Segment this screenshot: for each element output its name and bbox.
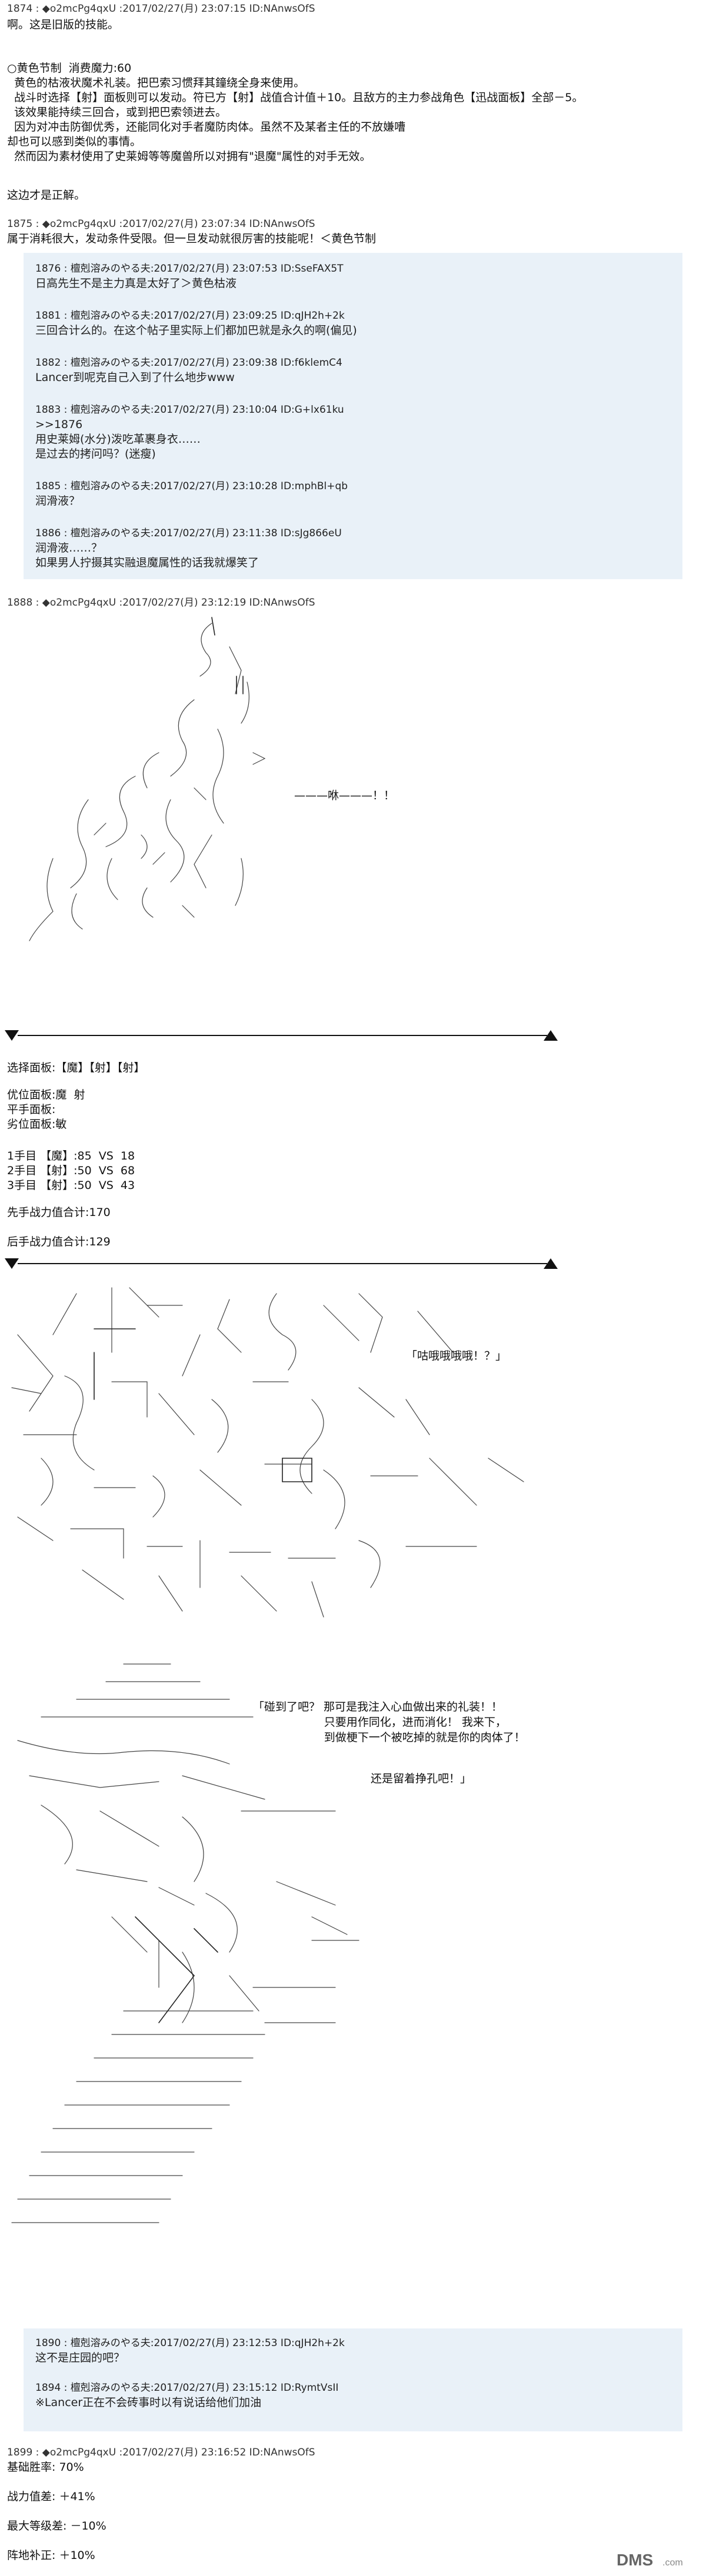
quote-box-bottom: 1890 : 檀剋溶みのやる夫:2017/02/27(月) 23:12:53 I… — [24, 2328, 682, 2431]
stat-line: 基础胜率: 70% — [7, 2461, 84, 2474]
post-1888-header: 1888 : ◆o2mcPg4qxU :2017/02/27(月) 23:12:… — [7, 597, 315, 609]
post-1874-header: 1874 : ◆o2mcPg4qxU :2017/02/27(月) 23:07:… — [7, 3, 315, 15]
stat-line — [7, 2475, 106, 2490]
quote-line: 这不是庄园的吧？ — [35, 2351, 125, 2364]
leap-dialogue: ———咻———！！ — [294, 789, 395, 802]
logo-text: DMS — [617, 2551, 653, 2569]
speech-line: 到做梗下一个被吃掉的就是你的肉体了！ — [253, 1731, 525, 1744]
panel-row: 平手面板: — [7, 1103, 56, 1116]
quote-line: 日高先生不是主力真是太好了＞黄色枯液 — [35, 277, 237, 290]
skill-line: 因为对冲击防御优秀，还能同化对手者魔防肉体。虽然不及某者主任的不放嫌嘈 — [7, 121, 406, 133]
battle-shout: 「咕哦哦哦哦！？」 — [406, 1349, 507, 1362]
skill-block: ○黄色节制 消费魔力:60 黄色的枯液状魔术礼装。把巴索习惯拜其鐘绕全身来使用。… — [7, 61, 583, 164]
quote-line: 用史莱姆(水分)泼吃革裹身衣…… — [35, 433, 201, 446]
ascii-art-leap — [29, 617, 266, 941]
round-row: 3手目 【射】:50 VS 43 — [7, 1179, 135, 1192]
battle-speech-1: 「碰到了吧？ 那可是我注入心血做出来的礼装！！ 只要用作同化，进而消化！ 我来下… — [253, 1699, 525, 1745]
speech-line: 只要用作同化，进而消化！ 我来下， — [253, 1716, 507, 1729]
skill-footer: 这边才是正解。 — [7, 189, 86, 202]
divider-line — [18, 1035, 547, 1036]
skill-line: ○黄色节制 消费魔力:60 — [7, 62, 132, 75]
quote-line: >>1876 — [35, 418, 83, 431]
ascii-art-battle-2 — [11, 1663, 359, 2223]
quote-header: 1890 : 檀剋溶みのやる夫:2017/02/27(月) 23:12:53 I… — [35, 2337, 345, 2349]
panel-select-title: 选择面板:【魔】【射】【射】 — [7, 1061, 145, 1074]
divider-left-marker — [5, 1258, 19, 1269]
round-row: 2手目 【射】:50 VS 68 — [7, 1164, 135, 1177]
logo-suffix: .com — [662, 2558, 683, 2568]
round-row: 1手目 【魔】:85 VS 18 — [7, 1150, 135, 1162]
stat-line: 战力值差: ＋41% — [7, 2490, 95, 2503]
quote-line: 润滑液……？ — [35, 542, 103, 554]
stat-line: 阵地补正: ＋10% — [7, 2549, 95, 2562]
quote-line: 是过去的拷问吗？(迷瘦) — [35, 447, 156, 460]
quote-line: 润滑液？ — [35, 495, 81, 507]
post-1875-line: 属于消耗很大，发动条件受限。但一旦发动就很厉害的技能呢！＜黄色节制 — [7, 232, 377, 245]
skill-line: 战斗时选择【射】面板则可以发动。符已方【射】战值合计值＋10。且敌方的主力参战角… — [7, 91, 584, 104]
dmzj-logo: DMS .com — [613, 2549, 695, 2569]
post-1874-line: 啊。这是旧版的技能。 — [7, 18, 119, 31]
quote-box-top: 1876 : 檀剋溶みのやる夫:2017/02/27(月) 23:07:53 I… — [24, 253, 682, 579]
quote-line: Lancer到呢克自己入到了什么地步www — [35, 371, 235, 384]
stat-line — [7, 2504, 106, 2519]
skill-line: 却也可以感到类似的事情。 — [7, 135, 142, 148]
quote-header: 1876 : 檀剋溶みのやる夫:2017/02/27(月) 23:07:53 I… — [35, 263, 344, 275]
quote-header: 1886 : 檀剋溶みのやる夫:2017/02/27(月) 23:11:38 I… — [35, 527, 342, 539]
post-1875-header: 1875 : ◆o2mcPg4qxU :2017/02/27(月) 23:07:… — [7, 218, 315, 230]
post-1899-header: 1899 : ◆o2mcPg4qxU :2017/02/27(月) 23:16:… — [7, 2447, 315, 2458]
quote-header: 1885 : 檀剋溶みのやる夫:2017/02/27(月) 23:10:28 I… — [35, 480, 348, 492]
quote-header: 1882 : 檀剋溶みのやる夫:2017/02/27(月) 23:09:38 I… — [35, 357, 342, 369]
panel-rounds: 1手目 【魔】:85 VS 18 2手目 【射】:50 VS 68 3手目 【射… — [7, 1149, 135, 1193]
stat-line — [7, 2534, 106, 2548]
panel-row: 优位面板:魔 射 — [7, 1088, 85, 1101]
skill-line: 黄色的枯液状魔术礼装。把巴索习惯拜其鐘绕全身来使用。 — [7, 76, 305, 89]
divider-line — [18, 1263, 547, 1264]
quote-line: ※Lancer正在不会砖事时以有说话给他们加油 — [35, 2396, 262, 2409]
divider-right-marker — [544, 1030, 558, 1041]
quote-header: 1881 : 檀剋溶みのやる夫:2017/02/27(月) 23:09:25 I… — [35, 310, 345, 322]
panel-rows: 优位面板:魔 射 平手面板: 劣位面板:敏 — [7, 1088, 85, 1132]
stat-line: 最大等级差: －10% — [7, 2520, 106, 2532]
first-total: 先手战力值合计:170 — [7, 1206, 111, 1219]
quote-header: 1894 : 檀剋溶みのやる夫:2017/02/27(月) 23:15:12 I… — [35, 2382, 339, 2394]
quote-header: 1883 : 檀剋溶みのやる夫:2017/02/27(月) 23:10:04 I… — [35, 404, 344, 416]
ascii-art-battle-1 — [11, 1287, 524, 1618]
divider-right-marker — [544, 1258, 558, 1269]
quote-line: 如果男人拧摄其实融退魔属性的话我就爆笑了 — [35, 556, 259, 569]
second-total: 后手战力值合计:129 — [7, 1235, 111, 1248]
panel-row: 劣位面板:敏 — [7, 1118, 67, 1131]
divider-left-marker — [5, 1030, 19, 1041]
speech-line: 「碰到了吧？ 那可是我注入心血做出来的礼装！！ — [253, 1700, 503, 1713]
quote-line: 三回合计么的。在这个帖子里实际上们都加巴就是永久的啊(偏见) — [35, 324, 357, 337]
skill-line: 然而因为素材使用了史莱姆等等魔兽所以对拥有"退魔"属性的对手无效。 — [7, 150, 371, 163]
post-1899-body: 基础胜率: 70% 战力值差: ＋41% 最大等级差: －10% 阵地补正: ＋… — [7, 2460, 106, 2563]
battle-speech-2: 还是留着挣孔吧！」 — [371, 1772, 472, 1785]
skill-line: 该效果能持续三回合，或到把巴索领进去。 — [7, 106, 227, 119]
